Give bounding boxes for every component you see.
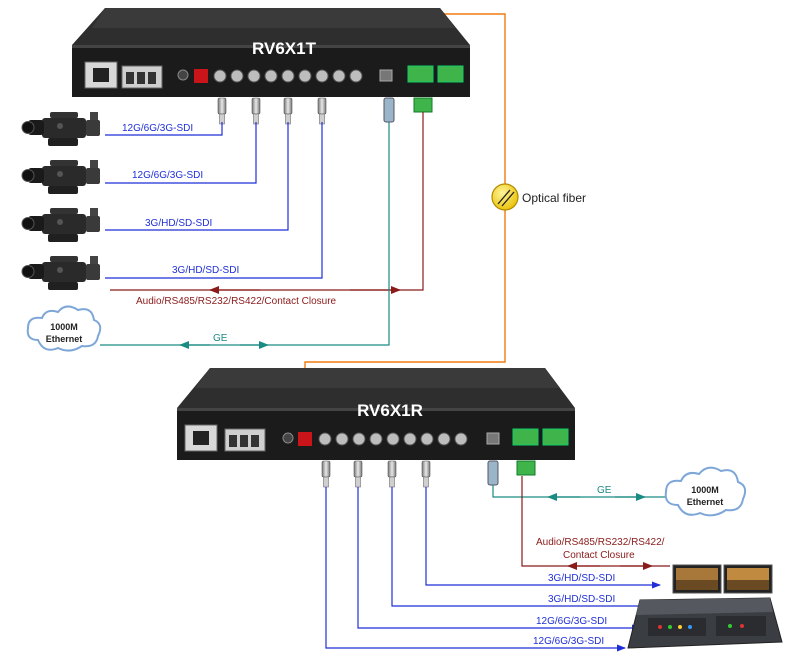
bottom-audio-label-2: Contact Closure — [563, 550, 635, 561]
top-sdi-label: 3G/HD/SD-SDI — [145, 218, 212, 229]
bottom-sdi-label: 3G/HD/SD-SDI — [548, 594, 615, 605]
bottom-sdi-lines — [325, 487, 661, 652]
video-camera-icon — [21, 159, 101, 195]
transmitter-title: RV6X1T — [252, 39, 317, 58]
top-cloud-line1: 1000M — [50, 322, 78, 332]
optical-fiber-label: Optical fiber — [522, 191, 586, 205]
bottom-cloud-line1: 1000M — [691, 485, 719, 495]
transmitter-bnc-ports — [213, 69, 363, 83]
receiver-title: RV6X1R — [357, 401, 423, 420]
bottom-sdi-label: 12G/6G/3G-SDI — [533, 636, 604, 647]
cloud-icon: 1000M Ethernet — [664, 466, 747, 517]
bottom-sdi-labels: 3G/HD/SD-SDI 3G/HD/SD-SDI 12G/6G/3G-SDI … — [533, 573, 615, 647]
video-camera-icon — [21, 207, 101, 243]
video-switcher-icon — [627, 564, 783, 649]
receiver-unit: RV6X1R — [177, 368, 575, 460]
top-audio-label: Audio/RS485/RS232/RS422/Contact Closure — [136, 296, 337, 307]
bottom-sdi-label: 3G/HD/SD-SDI — [548, 573, 615, 584]
transmitter-unit: RV6X1T — [72, 8, 470, 97]
optical-fiber-icon — [491, 183, 519, 211]
cloud-icon: 1000M Ethernet — [26, 305, 102, 352]
terminal-block-icon — [413, 97, 433, 113]
ethernet-plug-icon — [383, 97, 395, 123]
top-sdi-label: 12G/6G/3G-SDI — [132, 170, 203, 181]
video-camera-icon — [21, 255, 101, 291]
top-sdi-labels: 12G/6G/3G-SDI 12G/6G/3G-SDI 3G/HD/SD-SDI… — [122, 123, 239, 276]
bottom-cloud-line2: Ethernet — [687, 497, 724, 507]
receiver-bnc-ports — [318, 432, 468, 446]
video-camera-icon — [21, 111, 101, 147]
bottom-audio-label-1: Audio/RS485/RS232/RS422/ — [536, 537, 665, 548]
top-sdi-lines — [105, 122, 323, 279]
bnc-connector-icon — [217, 97, 327, 125]
bottom-ge-line — [492, 485, 670, 501]
top-sdi-label: 12G/6G/3G-SDI — [122, 123, 193, 134]
top-audio-line — [110, 112, 424, 294]
top-cloud-line2: Ethernet — [46, 334, 83, 344]
top-ge-label: GE — [213, 333, 228, 344]
bottom-audio-line — [521, 476, 670, 570]
bottom-sdi-label: 12G/6G/3G-SDI — [536, 616, 607, 627]
bnc-connector-icon — [321, 460, 431, 488]
bottom-ge-label: GE — [597, 485, 612, 496]
top-sdi-label: 3G/HD/SD-SDI — [172, 265, 239, 276]
ethernet-plug-icon — [487, 460, 499, 486]
top-ge-line — [100, 122, 390, 349]
terminal-block-icon — [516, 460, 536, 476]
